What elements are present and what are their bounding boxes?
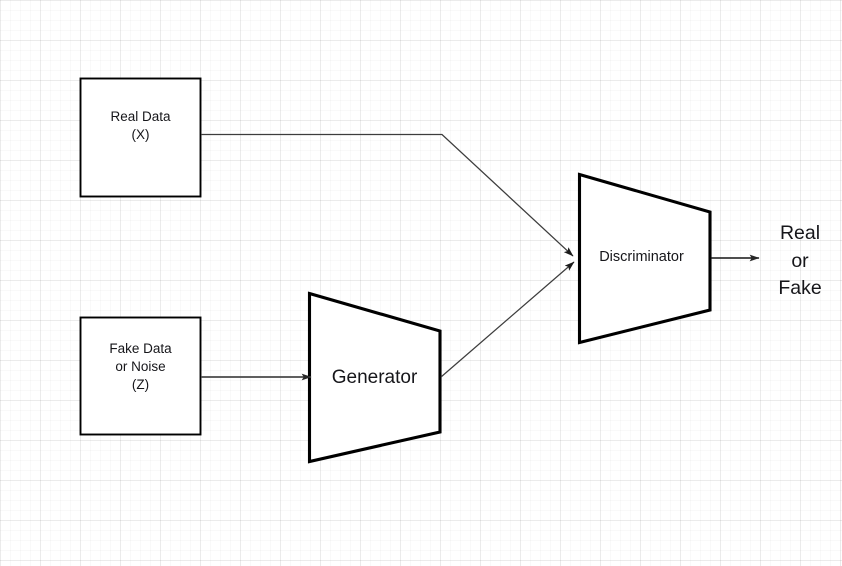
edge-generator-to-discriminator — [440, 261, 575, 378]
edge-real-to-discriminator — [201, 133, 574, 257]
node-discriminator — [577, 172, 712, 345]
node-fake-data — [79, 316, 202, 436]
node-generator — [307, 291, 442, 464]
node-real-data — [79, 77, 202, 198]
